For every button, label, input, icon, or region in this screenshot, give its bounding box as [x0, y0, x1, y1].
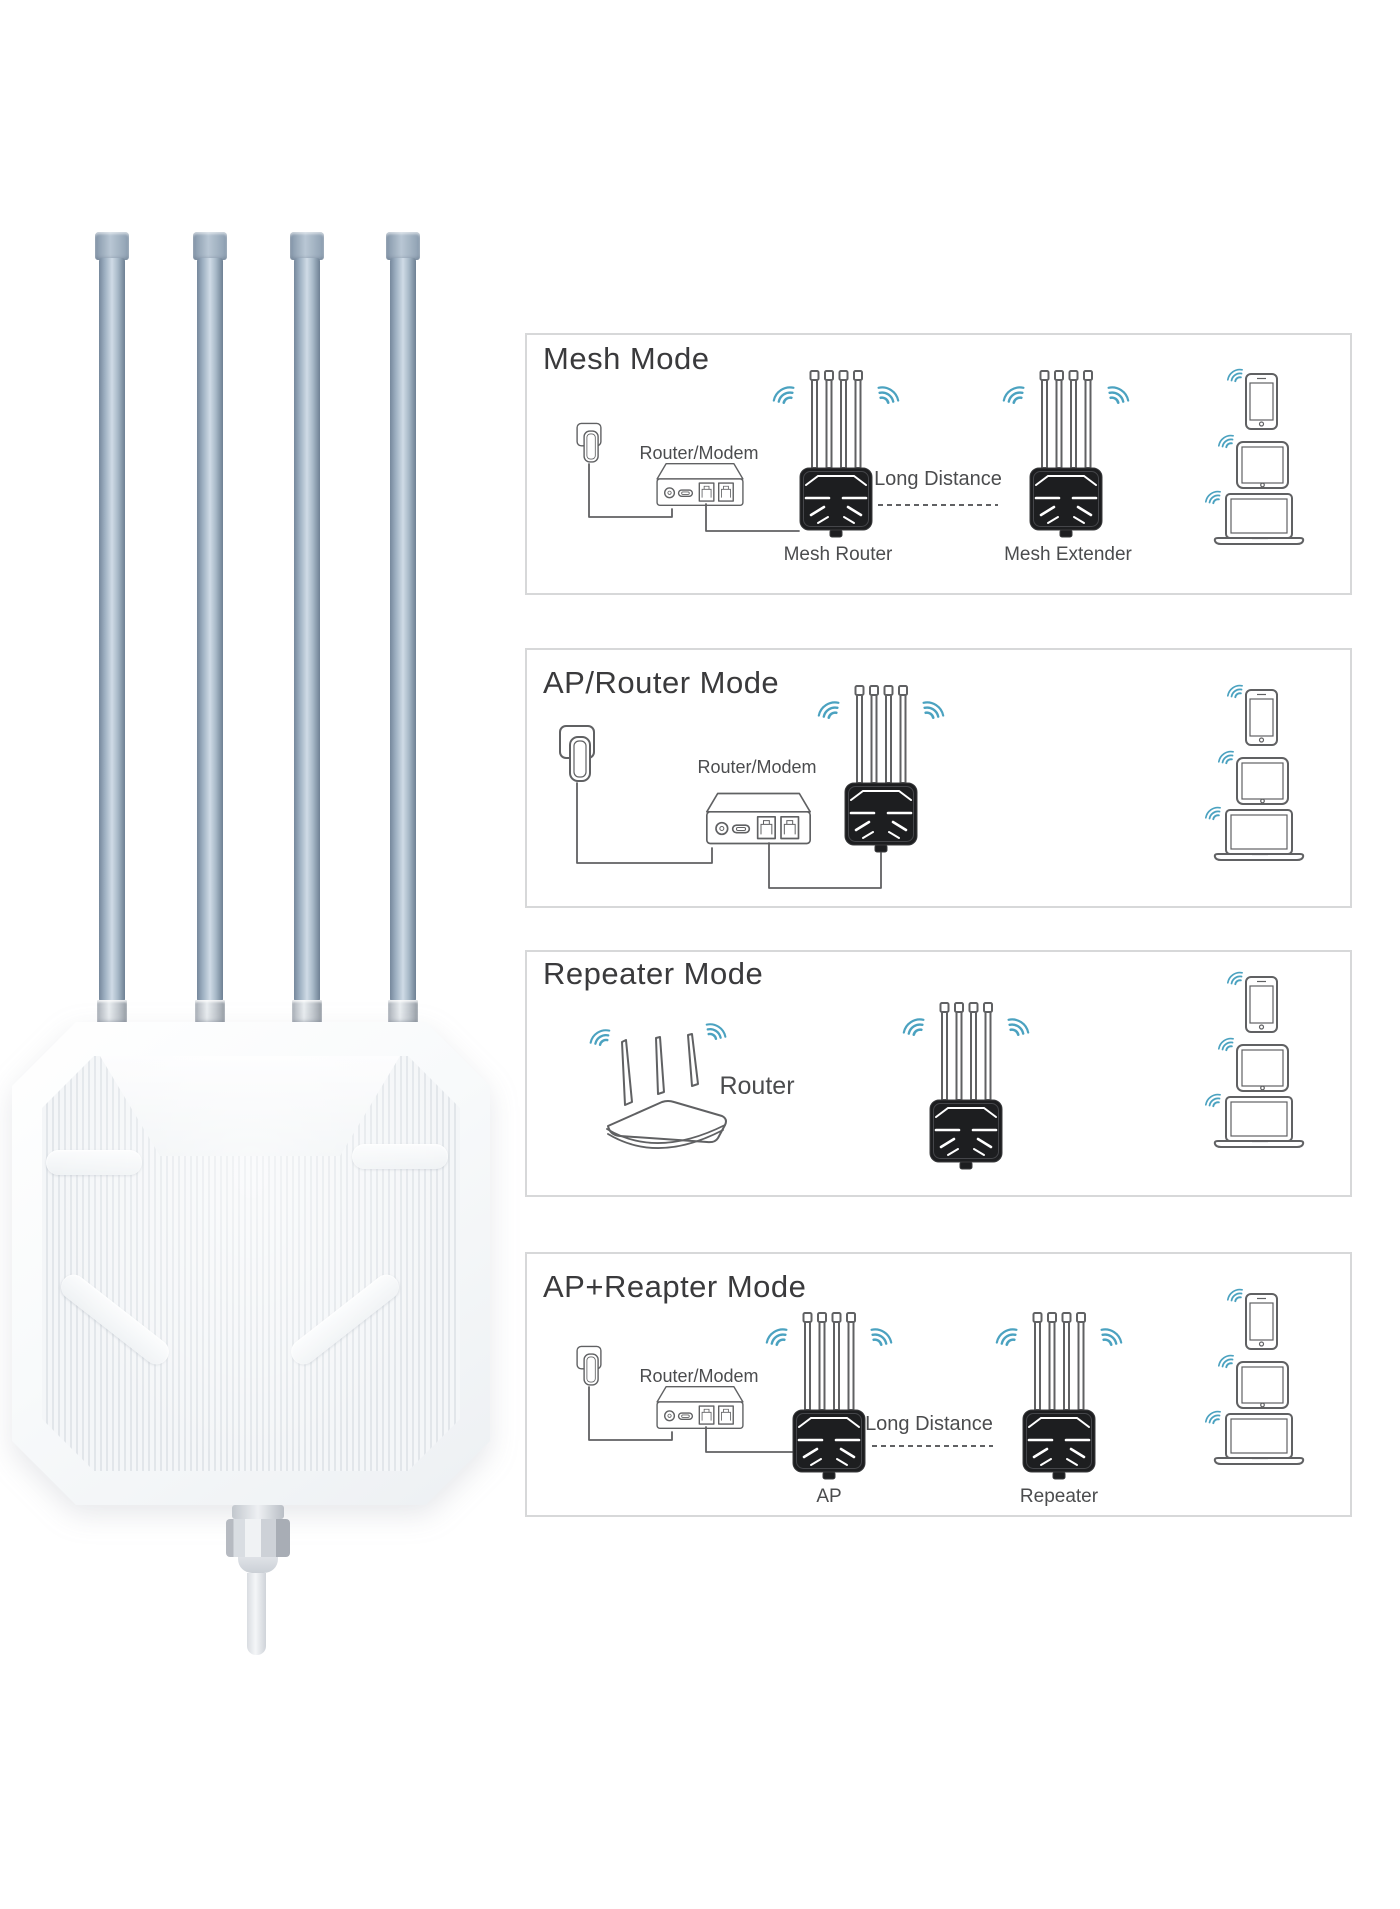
- power-cable: [247, 1573, 266, 1655]
- mesh-router-label: Mesh Router: [783, 544, 893, 565]
- antenna-cap-1: [95, 232, 129, 260]
- repeater-label: Repeater: [1019, 1486, 1099, 1507]
- antenna-connector-1: [97, 1000, 127, 1024]
- antenna-cap-3: [290, 232, 324, 260]
- card-title-repeater: Repeater Mode: [543, 956, 764, 991]
- router-modem-label: Router/Modem: [697, 757, 817, 777]
- cable-gland-collar: [232, 1505, 284, 1519]
- groove-slot-left: [46, 1150, 142, 1175]
- rib-texture: [42, 1056, 460, 1471]
- groove-slot-right: [352, 1144, 448, 1169]
- router-label: Router: [719, 1072, 795, 1100]
- card-title-ap-router: AP/Router Mode: [543, 665, 780, 700]
- groove-slot-diagonal-left: [56, 1269, 174, 1370]
- router-modem-label: Router/Modem: [639, 443, 759, 463]
- long-distance-label: Long Distance: [865, 1413, 993, 1435]
- card-title-mesh: Mesh Mode: [543, 341, 710, 376]
- antenna-4: [390, 258, 416, 1002]
- enclosure-face: [12, 1022, 490, 1505]
- ap-label: AP: [816, 1486, 842, 1507]
- cable-gland-nut: [226, 1519, 290, 1557]
- router-modem-label: Router/Modem: [639, 1366, 759, 1386]
- device-enclosure: [12, 1022, 490, 1505]
- card-title-ap-repeater: AP+Reapter Mode: [543, 1269, 807, 1304]
- antenna-3: [294, 258, 320, 1002]
- antenna-1: [99, 258, 125, 1002]
- antenna-connector-2: [195, 1000, 225, 1024]
- antenna-2: [197, 258, 223, 1002]
- antenna-cap-4: [386, 232, 420, 260]
- cable-gland-tip: [238, 1557, 278, 1573]
- antenna-connector-4: [388, 1000, 418, 1024]
- mesh-extender-label: Mesh Extender: [1004, 544, 1132, 565]
- smooth-top-band: [100, 1056, 400, 1156]
- groove-slot-diagonal-right: [286, 1269, 404, 1370]
- antenna-cap-2: [193, 232, 227, 260]
- antenna-connector-3: [292, 1000, 322, 1024]
- long-distance-label: Long Distance: [874, 468, 1002, 490]
